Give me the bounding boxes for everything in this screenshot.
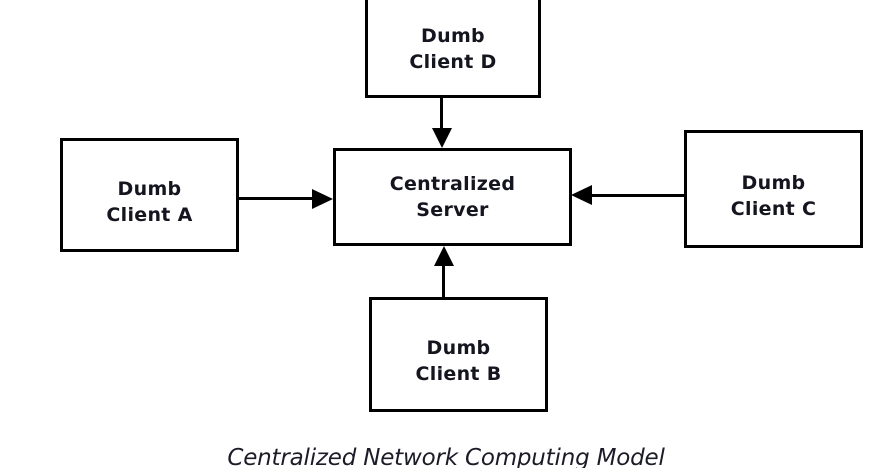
arrow-left-icon bbox=[571, 185, 592, 205]
edge-client-b-to-server-line bbox=[442, 265, 445, 297]
node-label-line: Client D bbox=[409, 51, 497, 73]
node-label-line: Dumb bbox=[421, 25, 485, 47]
node-centralized-server: Centralized Server bbox=[333, 148, 572, 246]
edge-client-a-to-server-line bbox=[238, 197, 314, 200]
node-label-line: Client B bbox=[415, 363, 502, 385]
node-label-line: Server bbox=[416, 199, 489, 221]
arrow-down-icon bbox=[432, 128, 452, 148]
node-label-line: Dumb bbox=[426, 337, 491, 359]
node-dumb-client-b: Dumb Client B bbox=[369, 297, 548, 412]
diagram-caption: Centralized Network Computing Model bbox=[227, 445, 665, 468]
node-dumb-client-c: Dumb Client C bbox=[684, 130, 863, 248]
edge-client-c-to-server-line bbox=[591, 194, 684, 197]
arrow-up-icon bbox=[434, 246, 454, 266]
node-label-line: Dumb bbox=[741, 172, 806, 194]
node-label-line: Client A bbox=[106, 203, 193, 226]
node-label-line: Dumb bbox=[117, 177, 182, 200]
node-label-line: Client C bbox=[730, 198, 817, 220]
node-dumb-client-a: Dumb Client A bbox=[60, 138, 239, 252]
arrow-right-icon bbox=[312, 189, 333, 209]
node-label-line: Centralized bbox=[389, 173, 516, 195]
edge-client-d-to-server-line bbox=[440, 98, 443, 130]
node-dumb-client-d: Dumb Client D bbox=[365, 0, 541, 98]
